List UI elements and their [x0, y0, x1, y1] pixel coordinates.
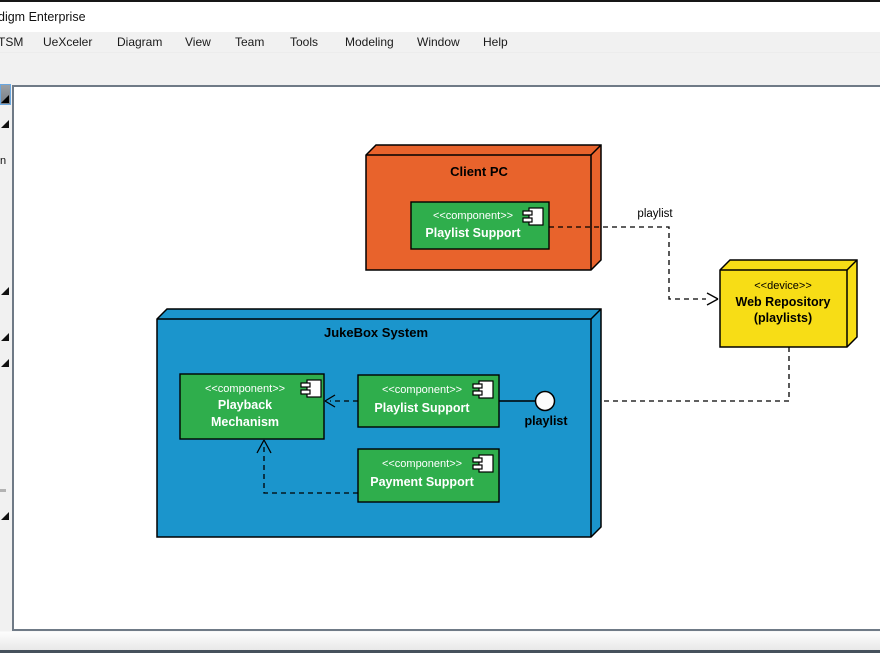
component-stereotype: <<component>> [382, 384, 462, 396]
open-arrowhead-icon [324, 394, 336, 408]
component-icon [472, 454, 494, 473]
palette-separator [0, 489, 6, 492]
menu-tools[interactable]: Tools [290, 35, 319, 49]
palette-tool-triangle-icon[interactable] [1, 333, 9, 341]
component-stereotype: <<component>> [205, 383, 285, 395]
palette-tool-triangle-icon[interactable] [1, 120, 9, 128]
menu-diagram[interactable]: Diagram [117, 35, 163, 49]
menu-itsm[interactable]: TSM [0, 35, 24, 49]
title-bar: digm Enterprise [0, 2, 880, 32]
interface-label-playlist: playlist [524, 414, 568, 428]
interface-circle-icon[interactable] [534, 390, 556, 412]
menu-modeling[interactable]: Modeling [345, 35, 394, 49]
palette-tool-triangle-icon[interactable] [1, 359, 9, 367]
below-window-area [0, 653, 880, 658]
lollipop-interface-playlist[interactable]: playlist [499, 390, 568, 429]
status-bar [0, 631, 880, 650]
component-playback-mechanism[interactable]: <<component>> Playback Mechanism [179, 373, 325, 440]
node-title-web-repository-2: (playlists) [754, 311, 812, 325]
component-name: Playlist Support [374, 401, 470, 415]
component-client-playlist-support[interactable]: <<component>> Playlist Support [410, 201, 550, 250]
component-name: Playlist Support [425, 226, 521, 240]
open-arrowhead-icon [706, 292, 719, 306]
menu-bar: TSM UeXceler Diagram View Team Tools Mod… [0, 32, 880, 53]
node-web-repository[interactable]: <<device>> Web Repository (playlists) [719, 259, 858, 348]
component-stereotype: <<component>> [433, 210, 513, 222]
connector-label-playlist: playlist [637, 208, 673, 220]
component-jukebox-playlist-support[interactable]: <<component>> Playlist Support [357, 374, 500, 428]
window-top-border [0, 0, 880, 2]
palette-tool-triangle-icon[interactable] [1, 512, 9, 520]
palette-cut-label: n [0, 155, 7, 167]
component-name-2: Mechanism [211, 415, 279, 429]
window-bottom-border [0, 650, 880, 653]
node-jukebox-system[interactable]: JukeBox System <<component>> Playback Me… [156, 308, 602, 538]
menu-window[interactable]: Window [417, 35, 460, 49]
window-title: digm Enterprise [0, 10, 86, 24]
palette-tool-triangle-icon[interactable] [1, 287, 9, 295]
menu-help[interactable]: Help [483, 35, 508, 49]
diagram-canvas[interactable]: Client PC <<component>> Playlist Support… [12, 85, 880, 631]
tool-corner-triangle-icon [1, 95, 9, 103]
connector-payment-to-playback[interactable] [256, 439, 358, 494]
node-stereotype-device: <<device>> [754, 280, 812, 292]
component-icon [472, 380, 494, 399]
component-name: Payment Support [370, 475, 474, 489]
component-icon [300, 379, 322, 398]
component-icon [522, 207, 544, 226]
palette-selected-tool-button[interactable] [0, 84, 11, 105]
node-title-web-repository: Web Repository [736, 295, 831, 309]
open-arrowhead-icon [256, 439, 272, 454]
connector-client-to-repository[interactable]: playlist [549, 208, 719, 306]
node-title-client-pc: Client PC [450, 164, 508, 179]
node-title-jukebox: JukeBox System [324, 325, 428, 340]
component-payment-support[interactable]: <<component>> Payment Support [357, 448, 500, 503]
menu-team[interactable]: Team [235, 35, 265, 49]
component-name: Playback [218, 398, 272, 412]
connector-playlist-to-playback[interactable] [324, 394, 358, 408]
component-stereotype: <<component>> [382, 458, 462, 470]
menu-view[interactable]: View [185, 35, 211, 49]
menu-uexceler[interactable]: UeXceler [43, 35, 93, 49]
node-client-pc[interactable]: Client PC <<component>> Playlist Support [365, 144, 602, 271]
